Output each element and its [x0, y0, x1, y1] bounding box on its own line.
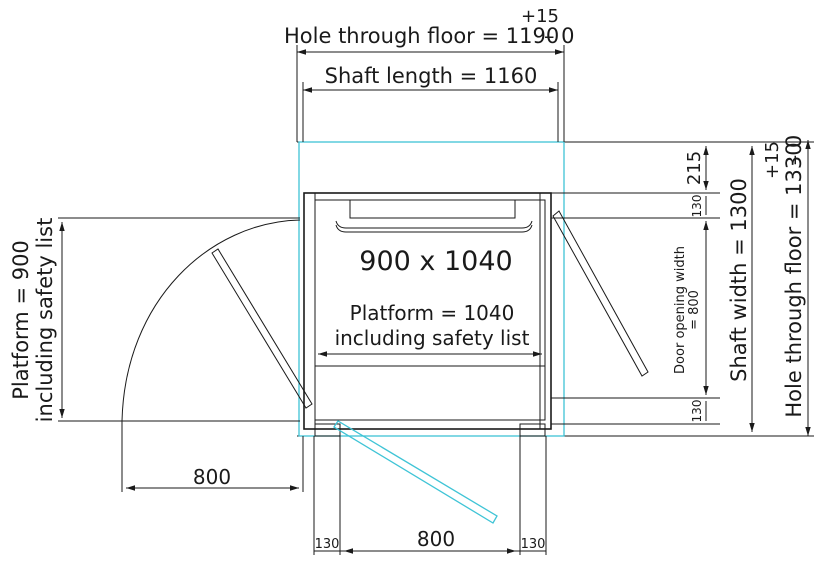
platform-length-line1: Platform = 1040	[350, 301, 515, 325]
hole-floor-width-label: Hole through floor = 1330	[782, 142, 806, 417]
top-dimensions	[296, 45, 565, 142]
threshold-right	[519, 423, 546, 437]
left-post	[303, 192, 316, 430]
right-bottom-offset-label: 130	[690, 400, 704, 423]
safety-list-curve-inner	[335, 220, 533, 229]
hole-floor-width-tol-lower: – 0	[782, 135, 806, 166]
left-door-leaf	[211, 248, 313, 409]
bottom-right-offset-label: 130	[521, 537, 546, 552]
safety-list-curve	[335, 224, 533, 233]
right-top-offset-label: 130	[690, 195, 704, 218]
shaft-outline	[298, 141, 565, 437]
shaft-length-label: Shaft length = 1160	[325, 64, 538, 88]
shaft-width-label: Shaft width = 1300	[727, 178, 751, 382]
door-opening-line1: Door opening width	[673, 246, 688, 374]
shaft-structure	[297, 141, 814, 437]
bottom-door-leaf	[333, 420, 498, 524]
door-opening-line2: = 800	[687, 290, 702, 330]
hole-floor-length-tol-lower: – 0	[544, 24, 575, 48]
left-swing-dimension	[121, 421, 304, 492]
bottom-left-offset-label: 130	[315, 537, 340, 552]
hole-floor-length-tol-upper: +15	[521, 6, 559, 27]
bottom-door	[313, 420, 547, 555]
platform-length-line2: including safety list	[335, 326, 530, 350]
right-door	[552, 210, 649, 377]
left-door-swing-arc	[121, 219, 301, 422]
hole-floor-length-label: Hole through floor = 1190	[284, 24, 559, 48]
threshold-left	[314, 423, 341, 437]
left-door	[58, 219, 313, 422]
platform-width-line1: Platform = 900	[9, 240, 33, 400]
labels: +15 Hole through floor = 1190 – 0 Shaft …	[9, 6, 806, 552]
platform-size-label: 900 x 1040	[359, 246, 512, 277]
right-dimensions	[551, 140, 811, 436]
left-dimensions	[58, 217, 300, 418]
bottom-door-label: 800	[417, 527, 455, 551]
top-gap-label: 215	[684, 151, 705, 185]
platform-structure	[303, 192, 552, 437]
left-swing-label: 800	[193, 465, 231, 489]
top-safety-bar	[349, 200, 516, 219]
right-door-leaf	[552, 210, 649, 377]
platform-width-line2: including safety list	[33, 218, 57, 423]
hole-floor-width-tol-upper: +15	[762, 141, 783, 179]
